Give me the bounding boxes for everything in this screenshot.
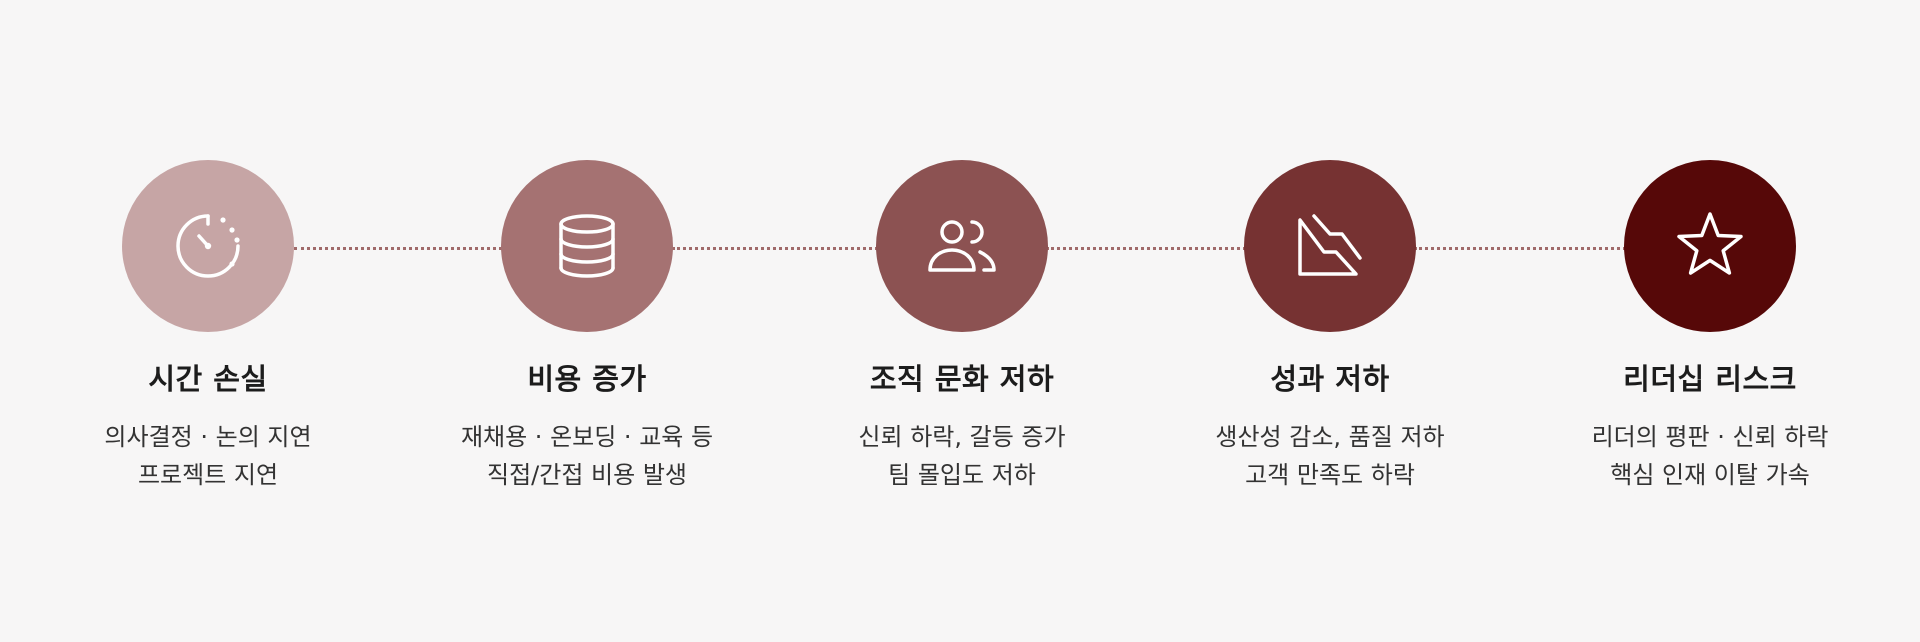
step-description-line: 직접/간접 비용 발생 (427, 456, 747, 494)
users-icon (922, 206, 1002, 286)
step-circle (876, 160, 1048, 332)
step-description-line: 의사결정 · 논의 지연 (48, 418, 368, 456)
connector-line (294, 247, 502, 250)
connector-line (1046, 247, 1246, 250)
database-icon (547, 206, 627, 286)
step-description-line: 생산성 감소, 품질 저하 (1170, 418, 1490, 456)
step-title: 비용 증가 (427, 356, 747, 398)
connector-line (672, 247, 878, 250)
step-description: 재채용 · 온보딩 · 교육 등 직접/간접 비용 발생 (427, 418, 747, 494)
step-description-line: 프로젝트 지연 (48, 456, 368, 494)
step-description: 생산성 감소, 품질 저하 고객 만족도 하락 (1170, 418, 1490, 494)
step-description: 신뢰 하락, 갈등 증가 팀 몰입도 저하 (802, 418, 1122, 494)
connector-line (1414, 247, 1626, 250)
step-circle (1624, 160, 1796, 332)
step-description: 리더의 평판 · 신뢰 하락 핵심 인재 이탈 가속 (1550, 418, 1870, 494)
step-circle (122, 160, 294, 332)
step-description-line: 재채용 · 온보딩 · 교육 등 (427, 418, 747, 456)
step-description-line: 고객 만족도 하락 (1170, 456, 1490, 494)
step-description-line: 팀 몰입도 저하 (802, 456, 1122, 494)
step-description-line: 핵심 인재 이탈 가속 (1550, 456, 1870, 494)
step-description-line: 리더의 평판 · 신뢰 하락 (1550, 418, 1870, 456)
step-title: 성과 저하 (1170, 356, 1490, 398)
step-description: 의사결정 · 논의 지연 프로젝트 지연 (48, 418, 368, 494)
star-icon (1670, 206, 1750, 286)
step-title: 조직 문화 저하 (802, 356, 1122, 398)
step-circle (501, 160, 673, 332)
step-description-line: 신뢰 하락, 갈등 증가 (802, 418, 1122, 456)
step-title: 시간 손실 (48, 356, 368, 398)
step-title: 리더십 리스크 (1550, 356, 1870, 398)
declining-chart-icon (1290, 206, 1370, 286)
step-circle (1244, 160, 1416, 332)
stopwatch-icon (168, 206, 248, 286)
